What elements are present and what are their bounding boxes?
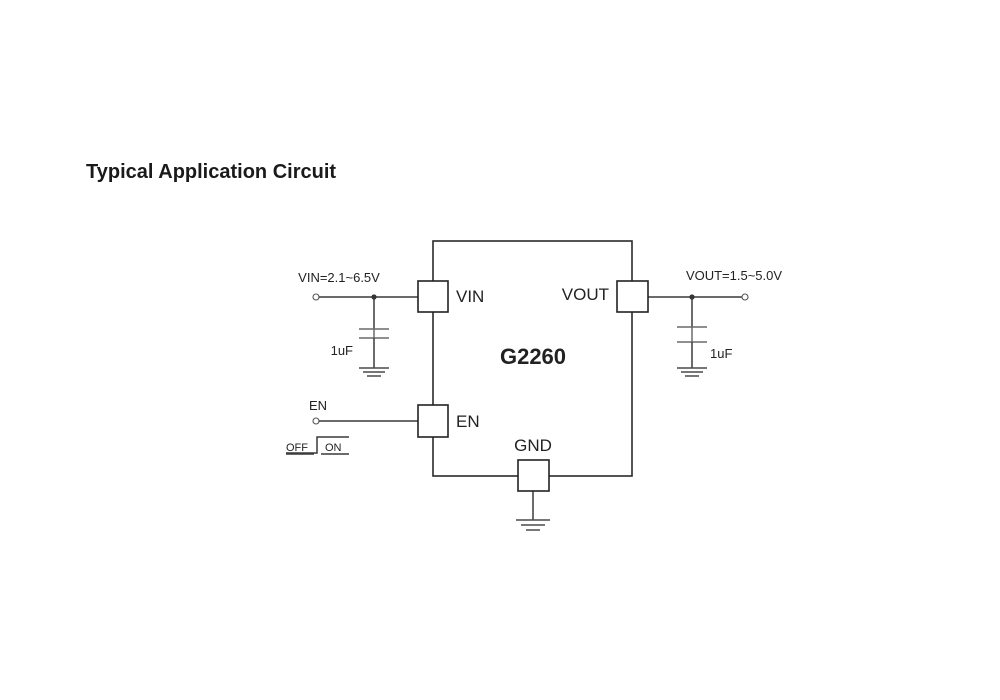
vout-terminal [741, 293, 749, 301]
input-capacitor-label: 1uF [331, 343, 353, 358]
gnd-pin [517, 459, 550, 492]
vin-ground-symbol [359, 367, 389, 377]
enable-input-label: EN [309, 398, 327, 413]
vout-pin-label: VOUT [562, 285, 609, 304]
switch-on-label: ON [325, 442, 342, 454]
gnd-pin-label: GND [514, 436, 552, 455]
en-terminal [312, 417, 320, 425]
output-capacitor-label: 1uF [710, 346, 732, 361]
output-voltage-label: VOUT=1.5~5.0V [686, 268, 782, 283]
ic-part-number: G2260 [500, 344, 566, 369]
vin-pin [417, 280, 449, 313]
input-voltage-label: VIN=2.1~6.5V [298, 270, 380, 285]
page-title: Typical Application Circuit [86, 161, 337, 183]
en-pin-label: EN [456, 412, 480, 431]
en-pin [417, 404, 449, 438]
enable-switch-waveform [286, 436, 349, 454]
switch-off-label: OFF [286, 442, 308, 454]
vin-terminal [312, 293, 320, 301]
vout-ground-symbol [677, 367, 707, 377]
vout-pin [616, 280, 649, 313]
gnd-ground-symbol [516, 519, 550, 531]
vin-pin-label: VIN [456, 287, 484, 306]
